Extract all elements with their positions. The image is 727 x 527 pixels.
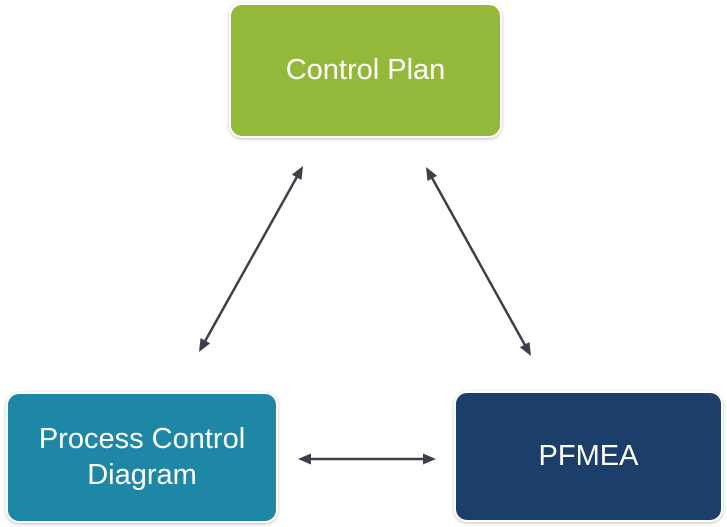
node-process-control-diagram: Process Control Diagram (6, 392, 278, 523)
node-process-control-diagram-label: Process Control Diagram (38, 423, 246, 491)
arrowhead-pfmea (519, 341, 531, 356)
node-pfmea-label: PFMEA (538, 439, 639, 472)
arrowhead-pfmea (423, 453, 436, 465)
connector-line-control-plan-pfmea (430, 176, 527, 347)
arrowhead-process-control-diagram (199, 337, 211, 352)
node-pfmea: PFMEA (454, 391, 723, 522)
node-control-plan-label: Control Plan (285, 53, 446, 86)
arrowhead-control-plan (291, 166, 303, 181)
arrowhead-process-control-diagram (298, 453, 311, 465)
node-control-plan: Control Plan (229, 3, 502, 138)
connector-line-control-plan-process-control-diagram (203, 174, 299, 344)
arrowhead-control-plan (426, 167, 438, 182)
